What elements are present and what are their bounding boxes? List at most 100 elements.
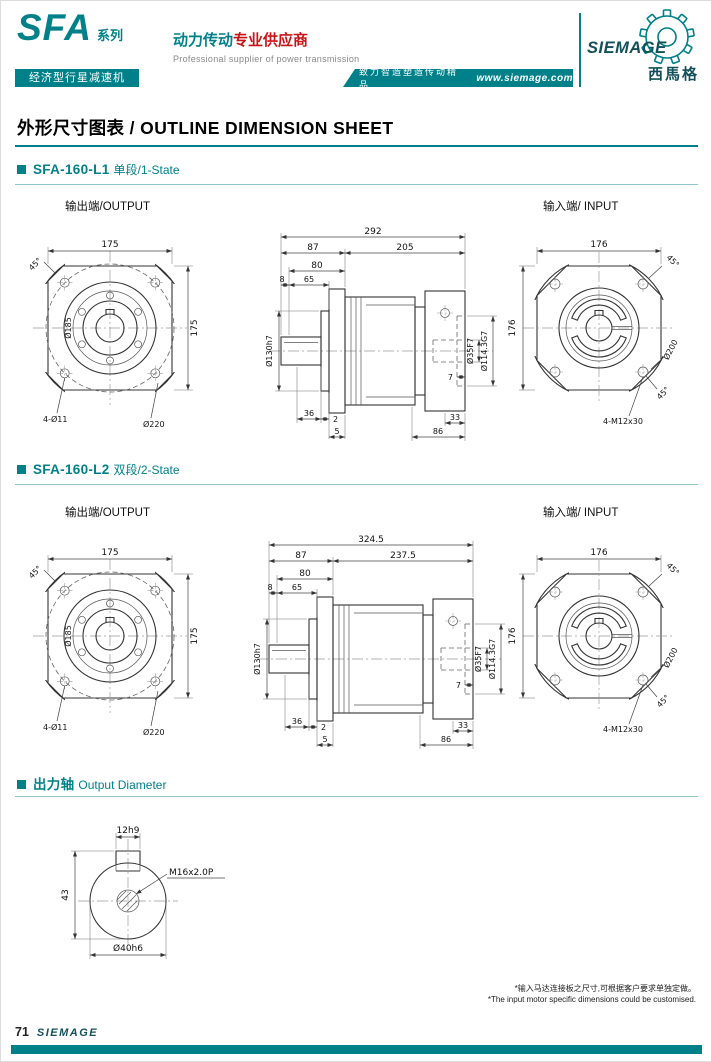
dim-len-86: 86 bbox=[433, 427, 443, 436]
dim-len-8: 8 bbox=[267, 583, 272, 592]
slogan-cn-2: 专业供应商 bbox=[233, 32, 309, 49]
slogan-en: Professional supplier of power transmiss… bbox=[173, 54, 360, 64]
section-rule-shaft bbox=[15, 796, 698, 797]
dim-flange-width: 176 bbox=[590, 240, 607, 250]
carrier-bolts bbox=[78, 291, 142, 365]
dim-flange-height: 176 bbox=[508, 627, 518, 644]
side-view-drawing-l1: 292 87 205 80 8 65 Ø130h7 36 2 5 33 86 7 bbox=[264, 227, 497, 441]
series-logo: SFA 系列 bbox=[17, 7, 123, 49]
flange-outline bbox=[536, 573, 662, 699]
dim-chamfer-angle-bottom: 45° bbox=[655, 385, 671, 401]
dim-flange-width: 175 bbox=[101, 548, 118, 558]
dim-len-2: 2 bbox=[333, 415, 338, 424]
dim-len-8: 8 bbox=[279, 275, 284, 284]
section-shaft-cn: 出力轴 bbox=[33, 777, 75, 792]
dim-len-b: 237.5 bbox=[390, 551, 416, 561]
title-rule bbox=[15, 145, 698, 147]
output-shaft-drawing: 12h9 M16x2.0P 43 Ø40h6 bbox=[61, 826, 225, 959]
dim-outer-dia: Ø220 bbox=[143, 419, 165, 429]
clamp-slot-top bbox=[571, 606, 627, 629]
keyway bbox=[105, 308, 115, 315]
dim-pilot-dia: Ø200 bbox=[661, 338, 680, 362]
dim-bolt-circle: Ø185 bbox=[63, 317, 73, 339]
output-flange-drawing-l2: 175 175 45° Ø185 4-Ø11 Ø220 bbox=[27, 548, 200, 737]
dim-len-36: 36 bbox=[292, 717, 302, 726]
section-rule-l1 bbox=[15, 184, 698, 185]
shaft-section bbox=[89, 862, 167, 940]
dim-len-b: 205 bbox=[396, 243, 413, 253]
dim-outer-dia: Ø220 bbox=[143, 727, 165, 737]
input-end-label-l1: 输入端/ INPUT bbox=[543, 201, 619, 213]
dim-flange-height: 175 bbox=[190, 627, 200, 644]
footnotes: *输入马达连接板之尺寸,可根据客户要求单独定做。 *The input moto… bbox=[488, 983, 696, 1005]
key bbox=[115, 850, 141, 865]
brand-logo: SIEMAGE 西馬格 bbox=[587, 9, 701, 89]
slogan-cn-1: 动力传动 bbox=[173, 32, 234, 49]
section-model-l1: SFA-160-L1 bbox=[33, 162, 110, 177]
dim-flange-height: 176 bbox=[508, 319, 518, 336]
slogan: 动力传动专业供应商 Professional supplier of power… bbox=[173, 29, 359, 64]
dim-chamfer-angle: 45° bbox=[27, 256, 43, 272]
dim-len-7: 7 bbox=[456, 681, 461, 690]
tagline: 致力智造塑造传动精品 bbox=[359, 67, 459, 90]
bolt-circle bbox=[45, 571, 175, 701]
input-end-label-l2: 输入端/ INPUT bbox=[543, 507, 619, 519]
input-flange-drawing-l1: 176 176 45° Ø200 45° 4-M12x30 bbox=[508, 240, 681, 426]
logo-cn: 西馬格 bbox=[647, 66, 699, 83]
section-bullet bbox=[17, 780, 26, 789]
dim-flange-width: 176 bbox=[590, 548, 607, 558]
website-url: www.siemage.com bbox=[476, 72, 573, 84]
input-bore bbox=[585, 622, 613, 650]
dim-chamfer-angle-top: 45° bbox=[665, 253, 681, 269]
dim-key-width: 12h9 bbox=[117, 826, 140, 836]
dim-len-36: 36 bbox=[304, 409, 314, 418]
series-code: SFA bbox=[17, 7, 92, 48]
tagline-strip: 致力智造塑造传动精品 www.siemage.com bbox=[343, 69, 573, 87]
dim-flange-width: 175 bbox=[101, 240, 118, 250]
dim-bolt-holes: 4-Ø11 bbox=[43, 414, 67, 424]
dim-len-2: 2 bbox=[321, 723, 326, 732]
dim-bolt-circle: Ø185 bbox=[63, 625, 73, 647]
dim-pilot-bore: Ø114.3G7 bbox=[479, 331, 489, 372]
footer-brand: SIEMAGE bbox=[36, 1027, 99, 1039]
dim-bolt-holes: 4-Ø11 bbox=[43, 722, 67, 732]
dim-bolt-holes: 4-M12x30 bbox=[603, 725, 643, 734]
input-bore bbox=[585, 314, 613, 342]
series-suffix: 系列 bbox=[96, 28, 123, 43]
keyway bbox=[594, 309, 604, 316]
page-title: 外形尺寸图表 / OUTLINE DIMENSION SHEET bbox=[17, 118, 394, 138]
input-flange-drawing-l2: 176 176 45° Ø200 45° 4-M12x30 bbox=[508, 548, 681, 734]
dim-shaft-height: 43 bbox=[61, 889, 71, 900]
dim-len-5: 5 bbox=[334, 427, 339, 436]
output-end-label-l2: 输出端/OUTPUT bbox=[65, 507, 150, 519]
section-stage-l2: 双段/2-State bbox=[113, 463, 180, 477]
dim-len-5: 5 bbox=[322, 735, 327, 744]
dim-len-86: 86 bbox=[441, 735, 451, 744]
dim-len-c: 80 bbox=[311, 261, 323, 271]
keyway bbox=[594, 617, 604, 624]
dim-len-a: 87 bbox=[295, 551, 306, 561]
output-flange-drawing-l1: 175 175 45° Ø185 4-Ø11 Ø220 bbox=[27, 240, 200, 429]
header-divider bbox=[579, 13, 581, 87]
dim-chamfer-angle-top: 45° bbox=[665, 561, 681, 577]
clamp-slot-bottom bbox=[571, 335, 627, 358]
bolt-circle bbox=[45, 263, 175, 393]
dim-chamfer-angle-bottom: 45° bbox=[655, 693, 671, 709]
dim-len-65: 65 bbox=[304, 275, 314, 284]
dim-pilot-bore: Ø114.3G7 bbox=[487, 639, 497, 680]
dim-bore: Ø35F7 bbox=[465, 338, 475, 364]
dim-shaft-dia: Ø130h7 bbox=[264, 335, 274, 367]
dim-len-65: 65 bbox=[292, 583, 302, 592]
section-bullet bbox=[17, 165, 26, 174]
dim-len-c: 80 bbox=[299, 569, 311, 579]
keyway bbox=[105, 616, 115, 623]
carrier-bolts bbox=[78, 599, 142, 673]
dim-len-33: 33 bbox=[458, 721, 468, 730]
output-end-label-l1: 输出端/OUTPUT bbox=[65, 201, 150, 213]
dim-len-33: 33 bbox=[450, 413, 460, 422]
